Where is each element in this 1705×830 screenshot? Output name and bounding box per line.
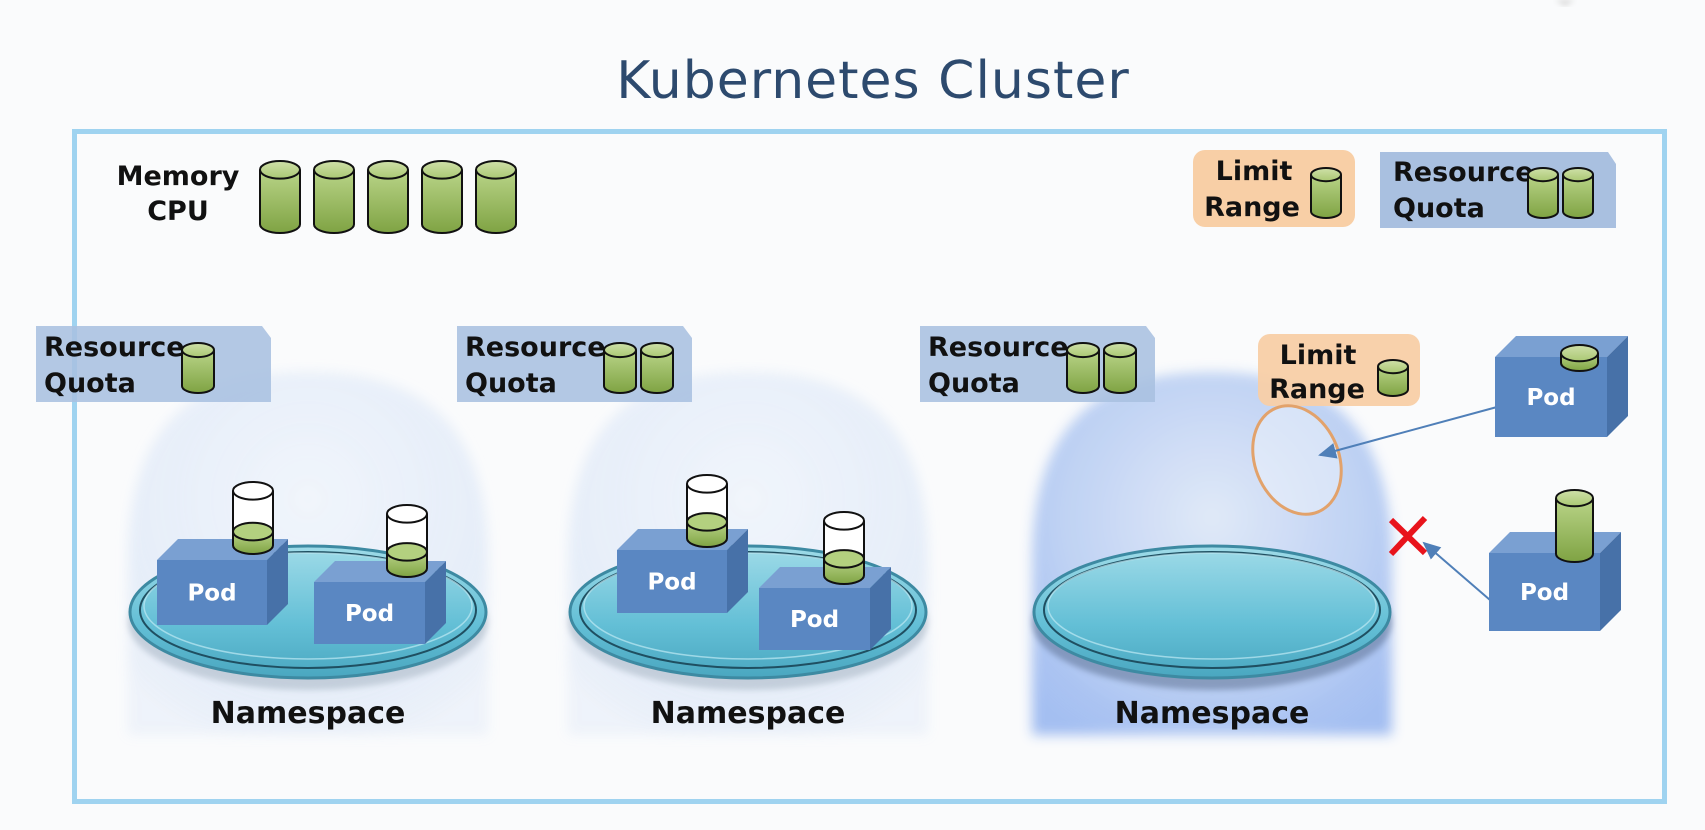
- resource-quota-label-line2: Quota: [1393, 193, 1485, 224]
- pod-top-face: [617, 529, 748, 550]
- resource-quota-label-line2: Quota: [465, 368, 557, 399]
- reject-x-icon: [1388, 515, 1428, 557]
- quota-unit-cylinder-icon: [640, 342, 674, 394]
- quota-unit-cylinder-icon: [603, 342, 637, 394]
- cluster-limit-range[interactable]: Limit Range: [1193, 150, 1355, 227]
- pod[interactable]: Pod: [314, 561, 446, 644]
- limit-range-label-line2: Range: [1204, 192, 1300, 223]
- resource-quota-label-line1: Resource: [44, 332, 185, 363]
- resource-unit-cylinder-icon: [259, 160, 301, 234]
- pod-label: Pod: [1526, 385, 1575, 411]
- pod-usage-cylinder-icon: [232, 481, 274, 555]
- resource-quota-label-line1: Resource: [465, 332, 606, 363]
- incoming-pod-rejected[interactable]: Pod: [1489, 489, 1621, 631]
- pod-front-face: [157, 560, 267, 625]
- pod-usage-cylinder-icon: [823, 511, 865, 585]
- pod-side-face: [727, 529, 748, 613]
- page-title: Kubernetes Cluster: [616, 51, 1129, 111]
- pod-front-face: [1489, 553, 1600, 631]
- limit-unit-cylinder-icon: [1310, 167, 1342, 219]
- pod-usage-cylinder-icon: [386, 504, 428, 578]
- limit-unit-cylinder-icon: [1377, 359, 1409, 397]
- quota-unit-cylinder-icon: [1527, 167, 1559, 219]
- namespace-disk-rim: [1043, 551, 1381, 669]
- pod-side-face: [1607, 336, 1628, 437]
- resource-unit-cylinder-icon: [313, 160, 355, 234]
- quota-unit-cylinder-icon: [1103, 342, 1137, 394]
- pod-side-face: [425, 561, 446, 644]
- pod-request-cylinder-icon: [1555, 489, 1594, 563]
- pod-side-face: [870, 567, 891, 650]
- pod-front-face: [759, 588, 870, 650]
- resource-quota-label-line2: Quota: [928, 368, 1020, 399]
- reject-arrow: [1422, 541, 1491, 601]
- pod-side-face: [267, 539, 288, 625]
- namespace-disk-highlight: [143, 552, 473, 660]
- namespace-label: Namespace: [211, 696, 406, 731]
- resource-quota-label-line1: Resource: [928, 332, 1069, 363]
- pod-label: Pod: [187, 581, 236, 607]
- pod-usage-cylinder-icon: [686, 474, 728, 548]
- pod-front-face: [617, 550, 727, 613]
- resource-unit-cylinder-icon: [475, 160, 517, 234]
- pod-label: Pod: [647, 570, 696, 596]
- resource-quota-label-line2: Quota: [44, 368, 136, 399]
- resource-unit-cylinder-icon: [421, 160, 463, 234]
- namespace-disk: [1032, 544, 1392, 680]
- admit-arrow: [1318, 406, 1498, 459]
- pod-label: Pod: [345, 601, 394, 627]
- cluster-resource-quota[interactable]: Resource Quota: [1380, 152, 1616, 228]
- limit-range-label-line1: Limit: [1280, 340, 1357, 371]
- namespace-label: Namespace: [1115, 696, 1310, 731]
- resource-unit-cylinder-icon: [367, 160, 409, 234]
- corner-shadow-decoration: [1555, 0, 1575, 6]
- cpu-label: CPU: [147, 196, 209, 227]
- memory-label: Memory: [117, 161, 240, 192]
- pod[interactable]: Pod: [617, 529, 748, 613]
- namespace-disk-highlight: [1047, 552, 1377, 660]
- quota-unit-cylinder-icon: [1562, 167, 1594, 219]
- namespace-disk-rim: [139, 551, 477, 669]
- incoming-pod-accepted[interactable]: Pod: [1495, 336, 1628, 437]
- pod-side-face: [1600, 532, 1621, 631]
- limit-range-unit: [1310, 167, 1342, 219]
- pod-request-cylinder-icon: [1560, 344, 1599, 372]
- pod-front-face: [314, 582, 425, 644]
- limit-range-label-line2: Range: [1269, 374, 1365, 405]
- cluster-boundary: [72, 129, 1667, 804]
- pod-label: Pod: [790, 607, 839, 633]
- cluster-resource-units: [259, 160, 517, 234]
- resource-quota-label-line1: Resource: [1393, 157, 1534, 188]
- pod-label: Pod: [1520, 580, 1569, 606]
- cluster-resources: Memory CPU: [117, 160, 517, 234]
- limit-range-label-line1: Limit: [1216, 156, 1293, 187]
- namespace-label: Namespace: [651, 696, 846, 731]
- resource-quota-units: [1527, 167, 1594, 219]
- quota-unit-cylinder-icon: [1066, 342, 1100, 394]
- quota-unit-cylinder-icon: [181, 342, 215, 394]
